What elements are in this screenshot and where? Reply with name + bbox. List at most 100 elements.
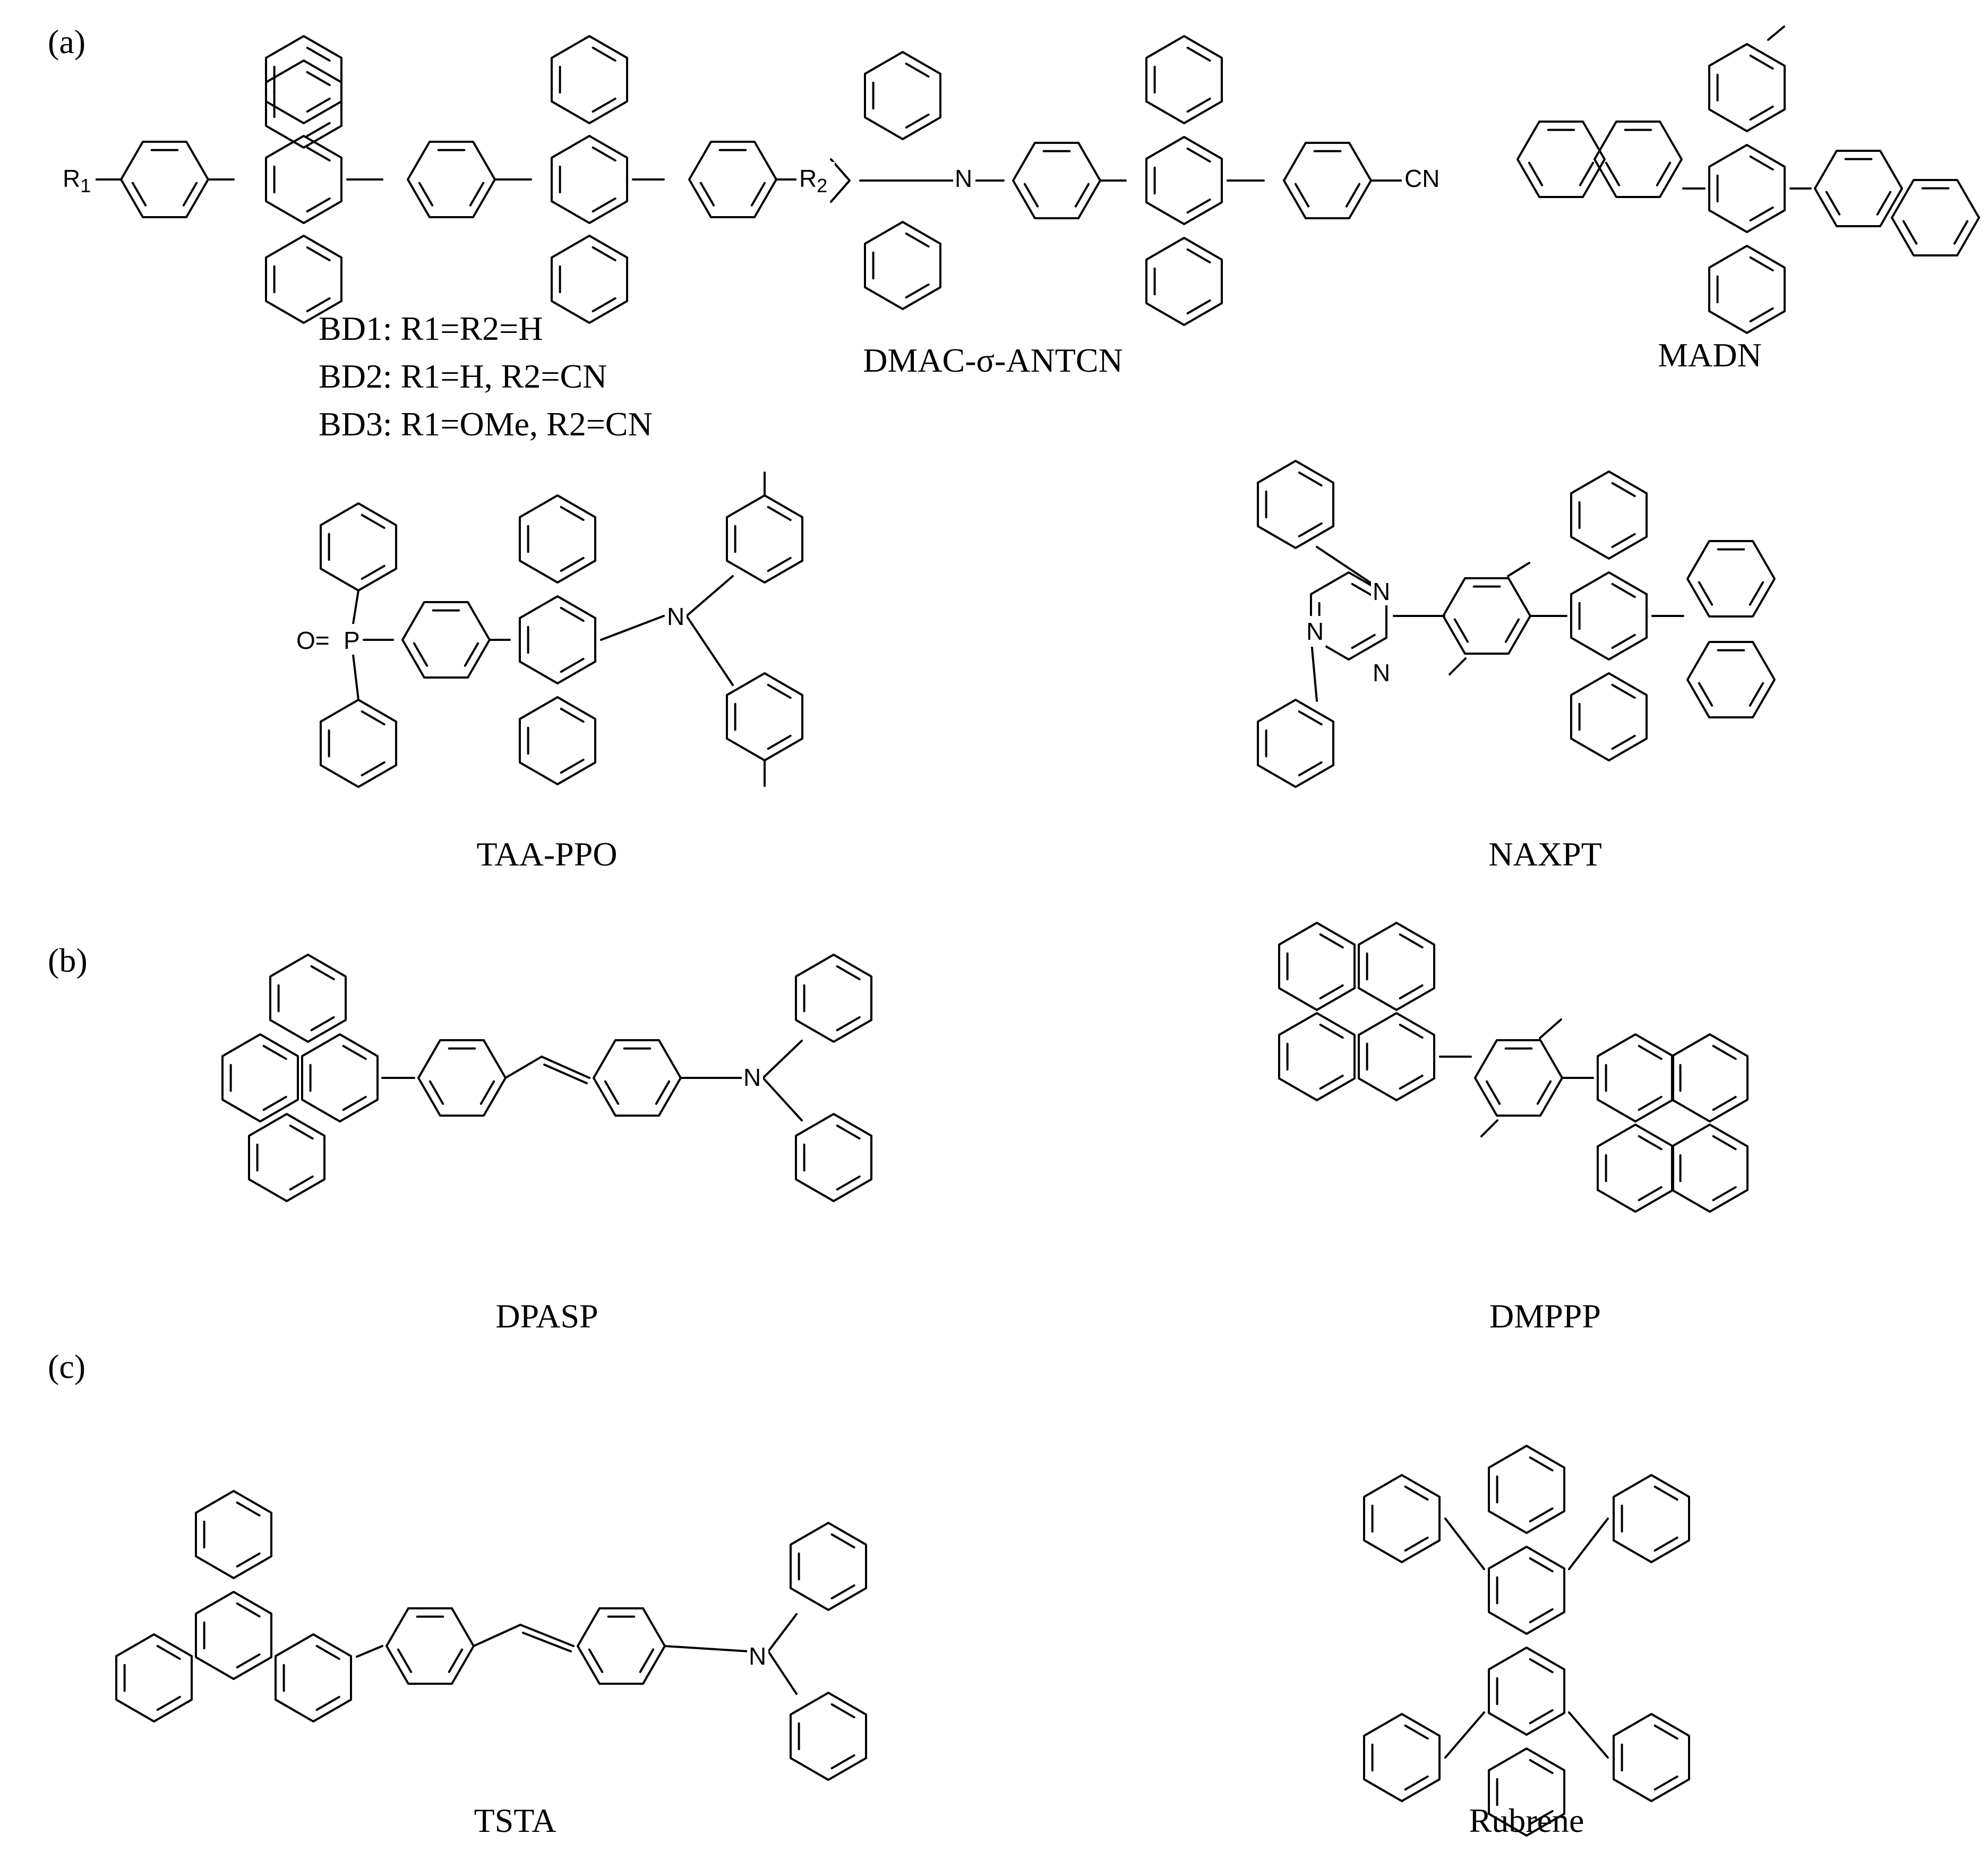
double-bond [592,246,616,262]
double-bond [1186,46,1211,62]
double-bond [236,1602,261,1618]
double-bond [1638,1186,1663,1202]
single-bond [1767,25,1785,41]
double-bond [156,1644,181,1660]
benzene-ring [794,954,873,1043]
benzene-ring [518,494,597,584]
benzene-ring [1487,1546,1566,1635]
benzene-ring [1363,1713,1441,1802]
single-bond [685,575,734,617]
atom-mask [953,162,975,193]
double-bond [592,146,616,162]
benzene-ring [1012,141,1101,220]
double-bond [1294,183,1310,208]
single-bond [356,1645,383,1658]
double-bond [1749,581,1764,606]
double-bond [1485,1080,1501,1105]
benzene-ring [1145,35,1223,124]
single-bond [541,1056,590,1079]
double-bond [1298,471,1323,487]
double-bond [1579,161,1595,186]
single-bond [473,1624,521,1647]
benzene-ring [1814,149,1903,228]
atom-mask [1371,575,1392,605]
benzene-ring [407,140,496,219]
double-bond [1611,683,1636,699]
atom-mask [295,624,332,655]
double-bond [1186,198,1211,214]
single-bond [1539,1018,1562,1039]
single-bond [600,615,665,641]
double-bond [306,71,331,87]
benzene-ring [1363,1474,1441,1563]
double-bond [560,606,585,622]
tsta-label: TSTA [474,1802,556,1839]
n-atom-acridine: N [955,165,972,192]
atom-mask [665,600,687,631]
double-bond [560,556,585,572]
double-bond [1529,1709,1554,1725]
benzene-ring [264,35,343,124]
double-bond [413,642,429,667]
benzene-ring [319,699,398,788]
double-bond [1698,581,1713,606]
double-bond [1656,161,1672,186]
single-bond [352,589,359,625]
double-bond [1712,1186,1737,1202]
benzene-ring [120,140,209,219]
double-bond [182,182,198,207]
benzene-ring [1256,460,1335,549]
single-bond [1310,641,1318,702]
double-bond [592,46,616,62]
benzene-ring [1570,672,1648,761]
benzene-ring [1686,640,1776,719]
benzene-ring [1708,245,1786,334]
double-bond [262,1095,287,1111]
double-bond [1351,633,1376,649]
double-bond [836,965,861,981]
benzene-ring [725,494,804,584]
benzene-ring [518,595,597,684]
double-bond [592,97,616,113]
benzene-ring [1278,1012,1356,1101]
double-bond [289,1124,314,1140]
double-bond [1528,161,1544,186]
benzene-ring [1593,120,1683,199]
benzene-ring [247,1113,326,1202]
double-bond [767,734,792,750]
double-bond [156,1695,181,1711]
double-bond [306,46,331,62]
single-bond [519,1624,575,1647]
double-bond [306,122,331,138]
double-bond [1345,183,1361,208]
double-bond [1749,682,1764,707]
atom-mask [1305,616,1326,647]
panel-label-c: (c) [48,1348,85,1385]
atom-mask [796,162,835,194]
benzene-ring [688,140,777,219]
double-bond [306,246,331,262]
double-bond [1504,618,1520,643]
benzene-ring [1516,120,1606,199]
single-bond [664,1645,750,1652]
benzene-ring [593,1039,682,1117]
double-bond [1653,1536,1678,1552]
double-bond [1298,710,1323,726]
double-bond [1298,522,1323,538]
double-bond [1453,618,1469,643]
double-bond [1186,147,1211,163]
double-bond [560,657,585,673]
double-bond [418,182,434,207]
benzene-ring [789,1522,868,1611]
double-bond [1638,1095,1663,1111]
single-bond [1444,1711,1485,1759]
bond-lines [95,25,1980,1837]
double-bond [1529,1456,1554,1472]
benzene-ring [1686,539,1776,618]
double-bond [767,505,792,521]
double-bond [1319,1023,1344,1039]
benzene-ring [1474,1039,1563,1117]
benzene-ring [1570,571,1648,661]
atom-mask [742,1061,763,1092]
